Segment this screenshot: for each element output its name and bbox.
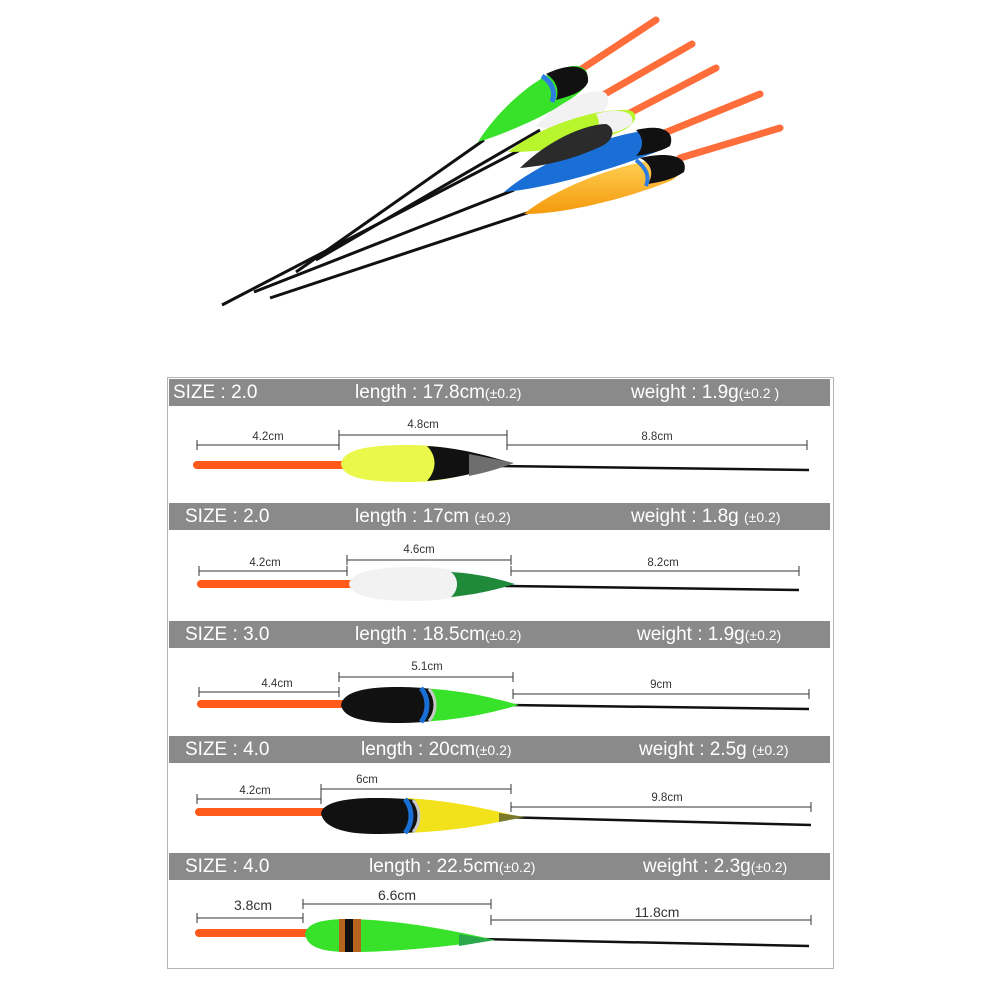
dimension-lines	[196, 899, 812, 925]
length-label: length : 17.8cm(±0.2)	[355, 382, 522, 403]
spec-header-2: SIZE : 2.0 length : 17cm (±0.2) weight :…	[169, 503, 830, 530]
float-stem	[508, 703, 810, 711]
size-label: SIZE : 2.0	[173, 382, 258, 403]
dim-body: 4.6cm	[403, 544, 435, 556]
float-band	[402, 797, 414, 835]
float-diagram-3: 4.4cm 5.1cm 9cm	[169, 652, 830, 734]
spec-header-4: SIZE : 4.0 length : 20cm(±0.2) weight : …	[169, 736, 830, 763]
length-label: length : 17cm (±0.2)	[355, 506, 511, 527]
length-label: length : 22.5cm(±0.2)	[369, 856, 536, 877]
weight-label: weight : 1.8g (±0.2)	[631, 506, 781, 527]
dimension-lines	[198, 555, 800, 576]
length-label: length : 20cm(±0.2)	[361, 739, 512, 760]
spec-header-3: SIZE : 3.0 length : 18.5cm(±0.2) weight …	[169, 621, 830, 648]
size-label: SIZE : 3.0	[185, 624, 270, 645]
hero-float-blue	[504, 124, 672, 192]
dim-stem: 9.8cm	[651, 792, 683, 804]
spec-header-5: SIZE : 4.0 length : 22.5cm(±0.2) weight …	[169, 853, 830, 880]
float-diagram-2: 4.2cm 4.6cm 8.2cm	[169, 534, 830, 619]
hero-antennas	[576, 16, 784, 162]
float-tail	[419, 688, 519, 722]
float-diagram-4: 4.2cm 6cm 9.8cm	[169, 767, 830, 849]
dim-stem: 9cm	[650, 679, 672, 691]
dim-stem: 8.8cm	[641, 431, 673, 443]
float-stem	[504, 584, 800, 592]
hero-float-orange	[524, 154, 685, 214]
float-body	[321, 798, 418, 834]
size-label: SIZE : 4.0	[185, 739, 270, 760]
spec-header-1: SIZE : 2.0 length : 17.8cm(±0.2) weight …	[169, 379, 830, 406]
size-label: SIZE : 4.0	[185, 856, 270, 877]
float-diagram-1: 4.2cm 4.8cm 8.8cm	[169, 410, 830, 495]
float-diagram-5: 3.8cm 6.6cm 11.8cm	[169, 884, 830, 964]
dim-body: 4.8cm	[407, 419, 439, 431]
float-band	[418, 686, 430, 724]
float-tail	[405, 798, 521, 833]
weight-label: weight : 2.3g(±0.2)	[643, 856, 788, 877]
dim-tip: 4.2cm	[239, 785, 271, 797]
hero-stems	[221, 128, 541, 307]
dimension-lines	[196, 784, 812, 812]
float-body	[341, 687, 434, 723]
dim-stem: 8.2cm	[647, 557, 679, 569]
dim-body: 6cm	[356, 774, 378, 786]
dim-tip: 3.8cm	[233, 897, 273, 913]
weight-label: weight : 1.9g(±0.2)	[637, 624, 782, 645]
dimension-lines	[196, 430, 808, 450]
float-tail	[427, 446, 509, 481]
float-stem	[478, 937, 810, 948]
dim-tip: 4.2cm	[249, 557, 281, 569]
product-photo	[221, 16, 784, 307]
float-stem	[498, 464, 810, 472]
weight-label: weight : 1.9g(±0.2 )	[631, 382, 780, 403]
float-tail	[451, 572, 515, 597]
dim-tip: 4.2cm	[252, 431, 284, 443]
weight-label: weight : 2.5g (±0.2)	[639, 739, 789, 760]
dim-body: 6.6cm	[377, 887, 417, 903]
length-label: length : 18.5cm(±0.2)	[355, 624, 522, 645]
dim-stem: 11.8cm	[634, 904, 680, 920]
float-stem	[498, 815, 812, 827]
hero-float-green	[478, 65, 589, 142]
dim-body: 5.1cm	[411, 661, 443, 673]
dimension-lines	[198, 672, 810, 699]
dim-tip: 4.4cm	[261, 678, 293, 690]
size-label: SIZE : 2.0	[185, 506, 270, 527]
